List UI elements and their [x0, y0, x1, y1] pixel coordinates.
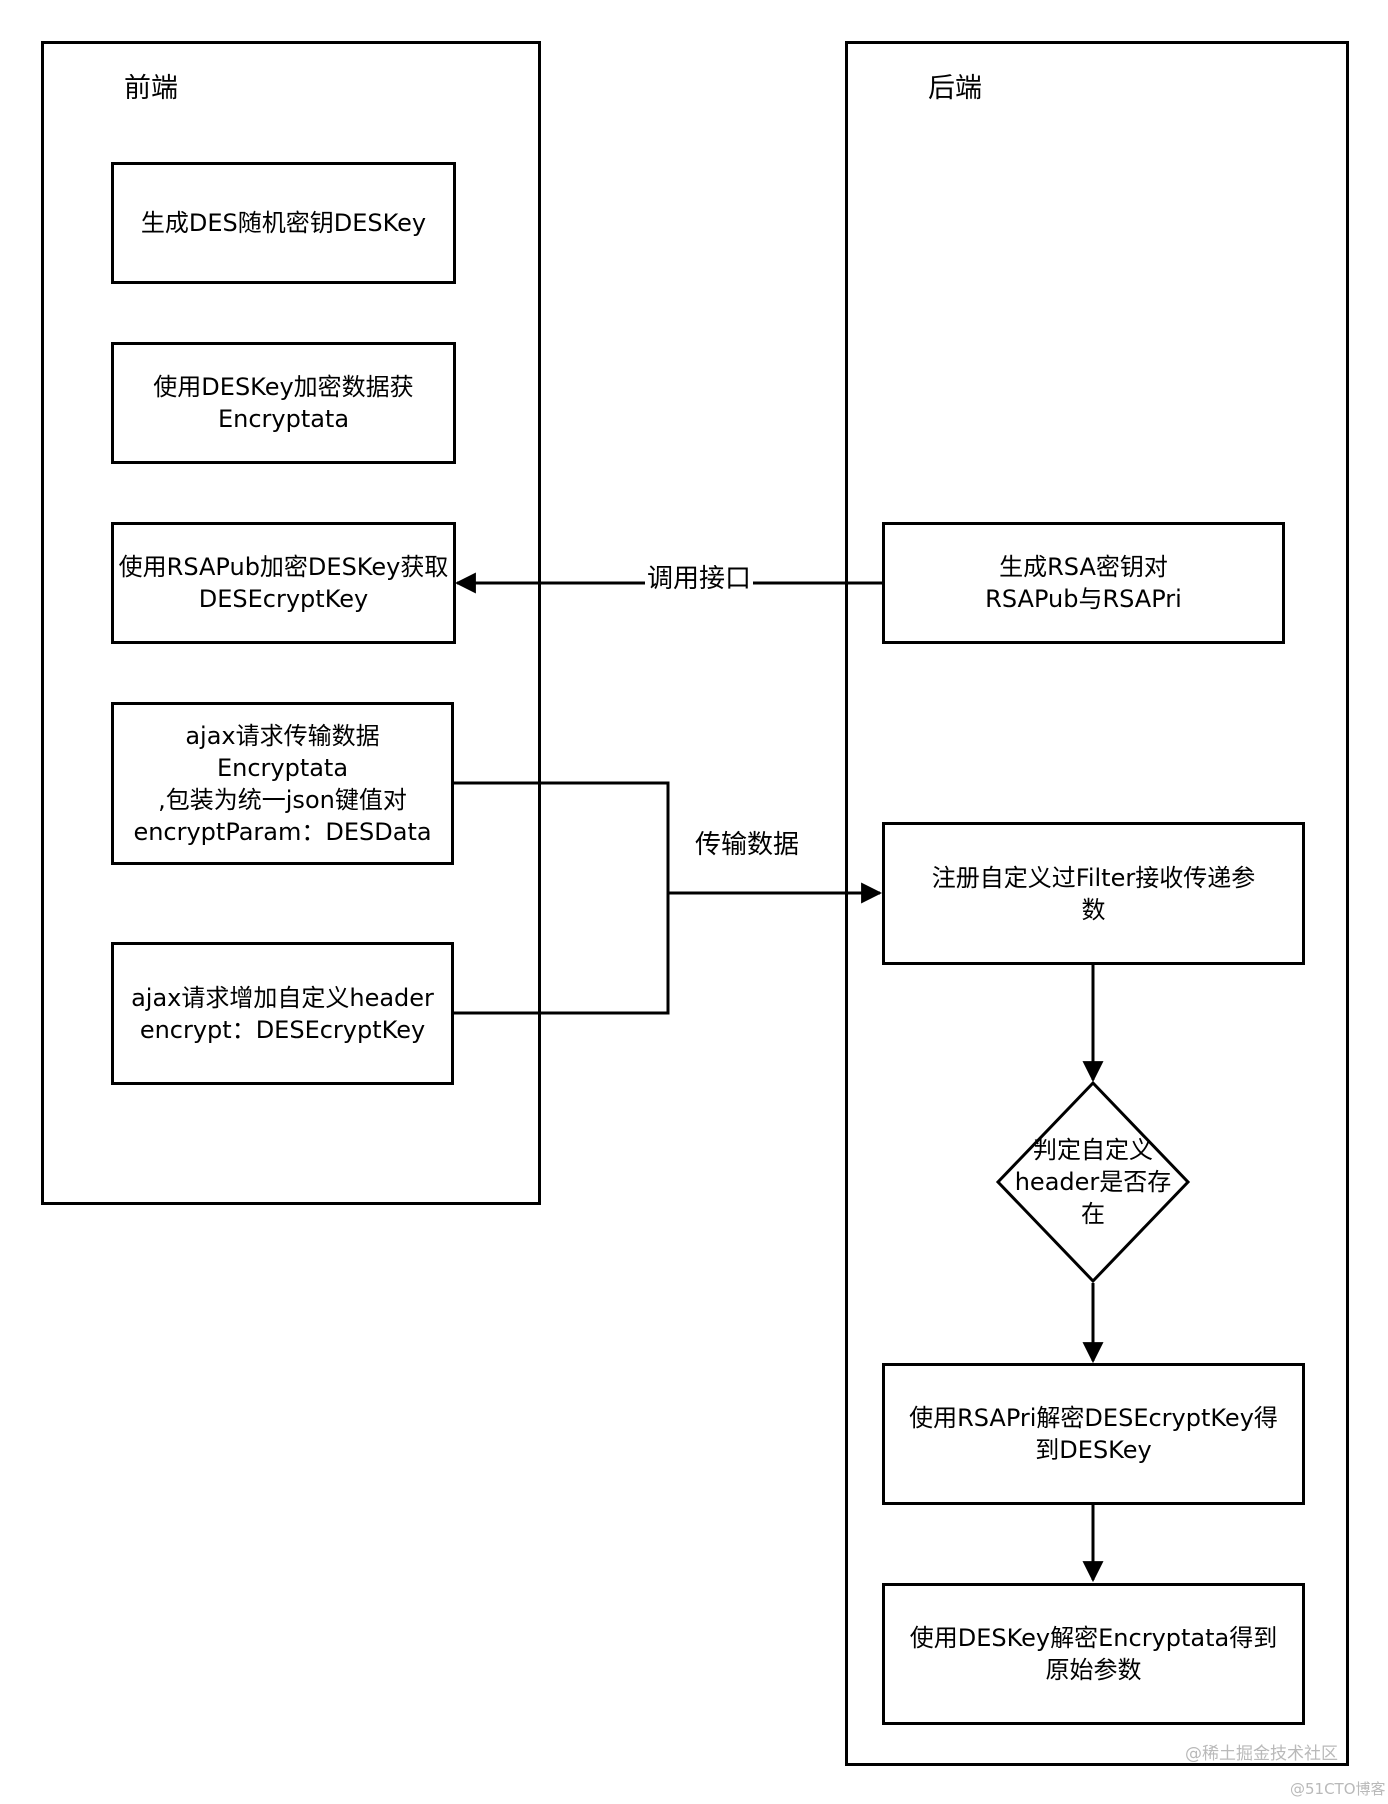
check-header-diamond: [995, 1080, 1191, 1284]
watermark-51cto: @51CTO博客: [1290, 1780, 1386, 1798]
node-register-filter: 注册自定义过Filter接收传递参 数: [882, 822, 1305, 965]
watermark-juejin: @稀土掘金技术社区: [1185, 1744, 1338, 1764]
node-generate-des-key: 生成DES随机密钥DESKey: [111, 162, 456, 284]
node-check-header-label: 判定自定义 header是否存 在: [1014, 1136, 1172, 1228]
node-register-filter-label: 注册自定义过Filter接收传递参 数: [931, 863, 1256, 924]
node-ajax-transfer-label: ajax请求传输数据 Encryptata ,包装为统一json键值对 encr…: [133, 721, 432, 846]
node-generate-rsa-pair: 生成RSA密钥对 RSAPub与RSAPri: [882, 522, 1285, 644]
node-decrypt-des-key: 使用RSAPri解密DESEcryptKey得 到DESKey: [882, 1363, 1305, 1505]
node-encrypt-des-key-label: 使用RSAPub加密DESKey获取 DESEcryptKey: [118, 553, 449, 613]
node-generate-des-key-label: 生成DES随机密钥DESKey: [140, 209, 427, 237]
edge-label-transfer-data: 传输数据: [693, 830, 802, 860]
node-encrypt-data: 使用DESKey加密数据获 Encryptata: [111, 342, 456, 464]
node-ajax-header-label: ajax请求增加自定义header encrypt：DESEcryptKey: [131, 983, 434, 1044]
edge-ajax-header-to-junction: [454, 893, 670, 1015]
node-decrypt-data: 使用DESKey解密Encryptata得到 原始参数: [882, 1583, 1305, 1725]
edge-ajax-transfer-to-junction: [454, 781, 670, 893]
node-encrypt-des-key: 使用RSAPub加密DESKey获取 DESEcryptKey: [111, 522, 456, 644]
node-decrypt-data-label: 使用DESKey解密Encryptata得到 原始参数: [909, 1624, 1278, 1684]
node-decrypt-des-key-label: 使用RSAPri解密DESEcryptKey得 到DESKey: [909, 1404, 1278, 1464]
node-ajax-transfer: ajax请求传输数据 Encryptata ,包装为统一json键值对 encr…: [111, 702, 454, 865]
node-check-header: 判定自定义 header是否存 在: [998, 1083, 1188, 1281]
frontend-lane-title: 前端: [124, 73, 178, 104]
node-ajax-header: ajax请求增加自定义header encrypt：DESEcryptKey: [111, 942, 454, 1085]
node-generate-rsa-pair-label: 生成RSA密钥对 RSAPub与RSAPri: [985, 553, 1182, 613]
node-encrypt-data-label: 使用DESKey加密数据获 Encryptata: [153, 373, 414, 433]
backend-lane-title: 后端: [928, 73, 982, 104]
edge-label-call-api: 调用接口: [645, 564, 754, 594]
